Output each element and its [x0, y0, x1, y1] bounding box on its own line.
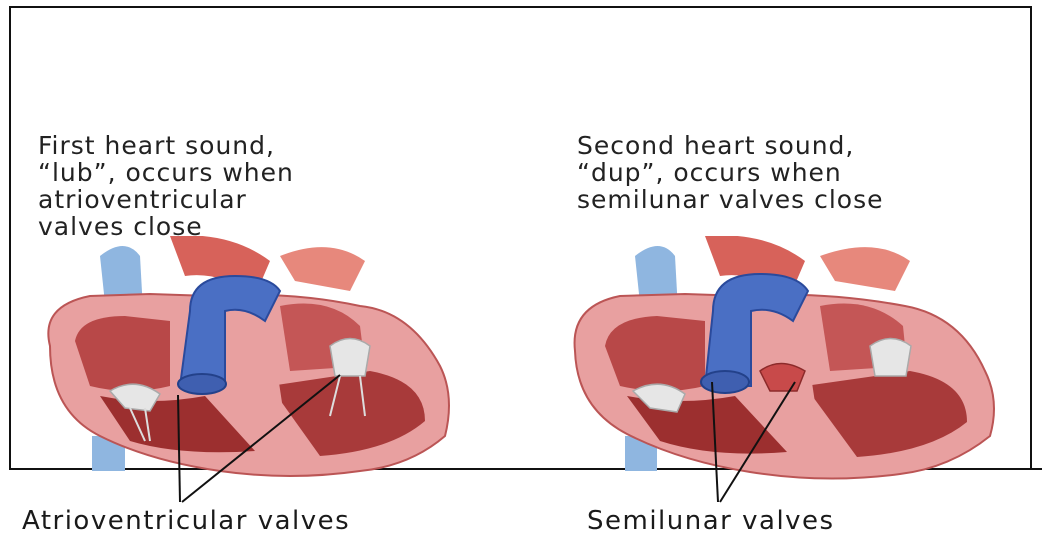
- leader-left-2: [182, 375, 340, 502]
- av-valves-label: Atrioventricular valves: [22, 506, 350, 536]
- leader-left-1: [178, 395, 180, 502]
- leader-right-2: [720, 382, 795, 502]
- leader-right-1: [712, 382, 718, 502]
- semilunar-valves-label: Semilunar valves: [587, 506, 835, 536]
